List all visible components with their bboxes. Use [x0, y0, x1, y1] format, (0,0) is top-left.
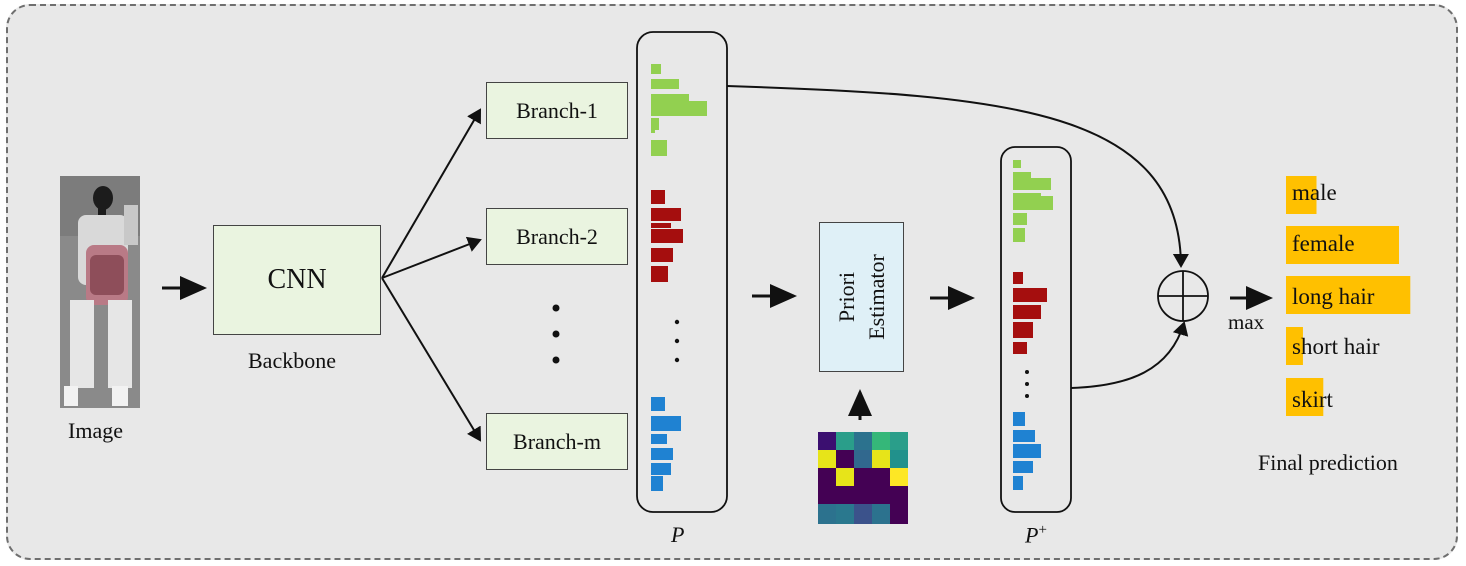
backbone-label: Backbone	[248, 348, 336, 373]
branch-2-box: Branch-2	[486, 208, 628, 265]
max-label: max	[1228, 310, 1265, 334]
estimator-line-2: Estimator	[863, 254, 889, 340]
attr-label-short-hair: short hair	[1292, 334, 1380, 359]
branch-1-box: Branch-1	[486, 82, 628, 139]
pedestrian-image	[60, 176, 140, 408]
cnn-box: CNN	[213, 225, 381, 335]
estimator-line-1: Priori	[833, 271, 859, 323]
pplus-ellipsis	[1025, 370, 1029, 398]
pplus-group-box	[1000, 146, 1072, 513]
priori-estimator-label: Priori Estimator	[832, 254, 892, 340]
arrow-to-branch-1	[381, 108, 482, 279]
image-label: Image	[68, 418, 123, 443]
p-ellipsis	[674, 319, 680, 363]
curve-p-to-fusion	[726, 85, 1189, 268]
attr-label-male: male	[1292, 180, 1337, 205]
attr-bar-female	[1286, 226, 1399, 264]
priori-estimator-box: Priori Estimator	[819, 222, 904, 372]
cnn-label: CNN	[267, 264, 327, 295]
attr-bar-male	[1286, 176, 1317, 214]
attr-bar-long-hair	[1286, 276, 1411, 314]
attr-bar-skirt	[1286, 378, 1324, 416]
arrow-to-branch-2	[381, 236, 482, 279]
branch-1-label: Branch-1	[516, 97, 598, 123]
pplus-blue-histogram	[1013, 412, 1041, 490]
p-label: P	[671, 522, 685, 547]
p-group-box	[636, 31, 728, 513]
branch-m-label: Branch-m	[513, 428, 601, 454]
pplus-green-histogram	[1013, 160, 1053, 242]
arrow-to-branch-m	[381, 277, 482, 442]
p-green-histogram	[651, 64, 707, 156]
priori-heatmap	[818, 432, 908, 524]
branch-m-box: Branch-m	[486, 413, 628, 470]
attr-bar-short-hair	[1286, 327, 1303, 365]
pplus-red-histogram	[1013, 272, 1047, 354]
p-blue-histogram	[651, 397, 681, 491]
pplus-label: P+	[1025, 522, 1047, 548]
fusion-plus-icon	[1157, 270, 1209, 322]
curve-pplus-to-fusion	[1070, 321, 1189, 389]
final-prediction-caption: Final prediction	[1258, 450, 1398, 475]
attr-label-female: female	[1292, 231, 1355, 256]
branch-2-label: Branch-2	[516, 223, 598, 249]
pplus-base: P	[1025, 522, 1039, 548]
pplus-superscript: +	[1038, 522, 1047, 538]
p-red-histogram	[651, 190, 683, 282]
branch-ellipsis	[552, 304, 560, 364]
final-prediction-bars	[1286, 176, 1411, 416]
attr-label-skirt: skirt	[1292, 387, 1333, 412]
attr-label-long-hair: long hair	[1292, 284, 1375, 309]
